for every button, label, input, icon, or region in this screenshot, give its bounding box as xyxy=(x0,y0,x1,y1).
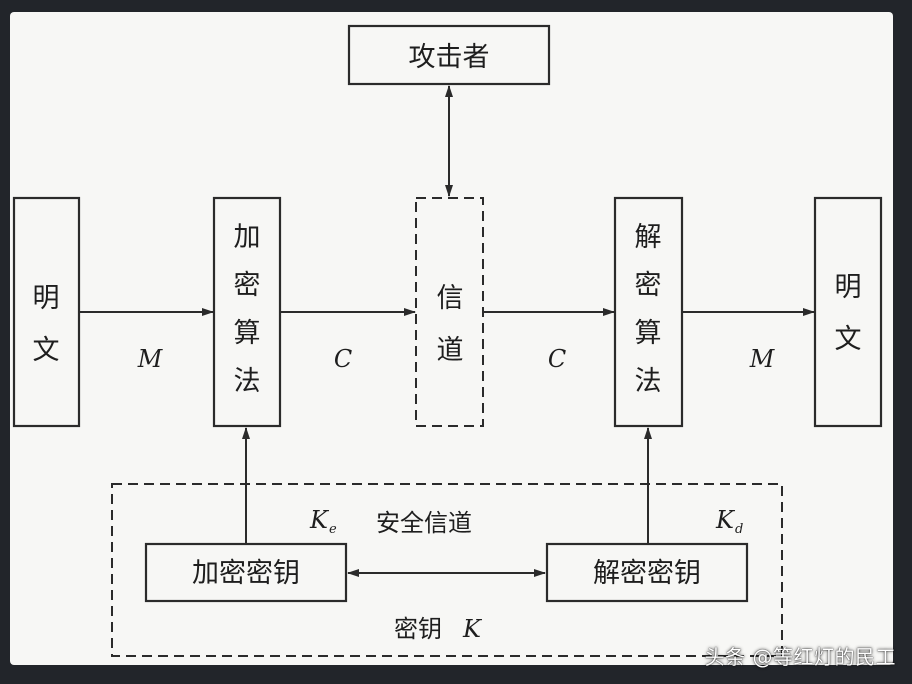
encrypt-algo-char-1: 加 xyxy=(234,222,261,253)
encrypt-algo-char-2: 密 xyxy=(234,270,261,301)
label-c-left: C xyxy=(334,345,352,373)
plaintext-right-char-1: 明 xyxy=(835,272,862,303)
encrypt-algorithm-box xyxy=(212,196,282,428)
encrypt-key-box xyxy=(144,542,348,603)
label-m-right: M xyxy=(749,345,776,373)
watermark: 头条 @等红灯的民工 xyxy=(704,645,896,669)
attacker-label: 攻击者 xyxy=(409,42,490,73)
plaintext-left-box xyxy=(12,196,81,428)
label-kd: Kd xyxy=(715,506,743,537)
decrypt-key-label: 解密密钥 xyxy=(593,558,701,589)
plaintext-right-box xyxy=(813,196,883,428)
encrypt-algo-char-4: 法 xyxy=(234,366,261,397)
decrypt-algo-char-4: 法 xyxy=(635,366,662,397)
label-ke: Ke xyxy=(309,506,337,537)
label-m-left: M xyxy=(137,345,164,373)
decrypt-algo-char-2: 密 xyxy=(635,270,662,301)
plaintext-left-char-1: 明 xyxy=(33,283,60,314)
decrypt-algorithm-box xyxy=(613,196,684,428)
key-domain-border xyxy=(111,483,783,657)
plaintext-left-char-2: 文 xyxy=(33,335,60,366)
channel-char-1: 信 xyxy=(437,283,464,314)
key-label: 密钥 xyxy=(394,615,442,643)
plaintext-right-char-2: 文 xyxy=(835,324,862,355)
label-c-right: C xyxy=(548,345,566,373)
decrypt-key-box xyxy=(545,542,749,603)
decrypt-algo-char-3: 算 xyxy=(635,318,662,349)
attacker-box xyxy=(347,24,551,86)
decrypt-algo-char-1: 解 xyxy=(635,222,662,253)
secure-channel-label: 安全信道 xyxy=(376,509,472,537)
key-variable: K xyxy=(462,615,483,643)
encrypt-key-label: 加密密钥 xyxy=(192,558,300,589)
encrypt-algo-char-3: 算 xyxy=(234,318,261,349)
channel-char-2: 道 xyxy=(437,335,464,366)
